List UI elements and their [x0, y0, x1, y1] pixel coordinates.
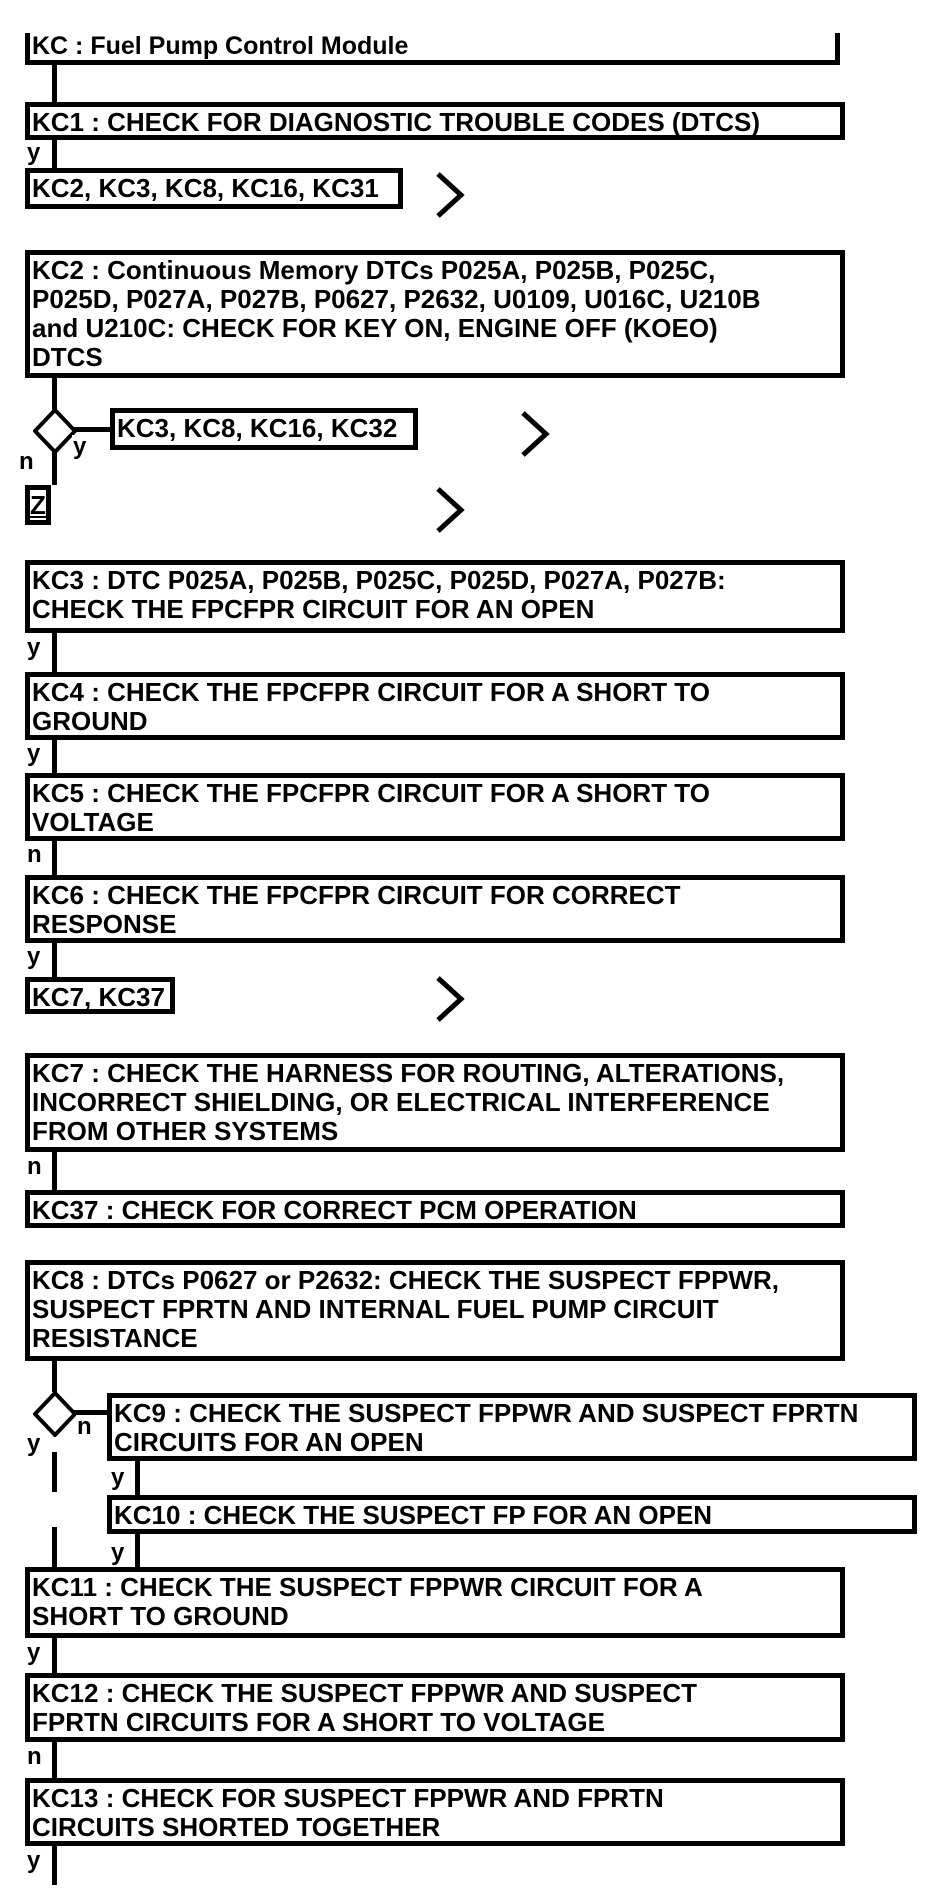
branch-label-yes: y: [26, 634, 42, 661]
offpage-arrow-icon[interactable]: [433, 484, 467, 536]
connector-line: [135, 1532, 140, 1568]
node-kc9: KC9 : CHECK THE SUSPECT FPPWR AND SUSPEC…: [107, 1393, 917, 1461]
connector-line: [52, 941, 57, 977]
node-kc1: KC1 : CHECK FOR DIAGNOSTIC TROUBLE CODES…: [25, 102, 845, 140]
connector-line: [52, 631, 57, 672]
branch-label-yes: y: [110, 1464, 126, 1491]
connector-line: [52, 1636, 57, 1673]
connector-line: [52, 376, 57, 410]
flowchart-title: KC : Fuel Pump Control Module: [25, 33, 840, 65]
node-kc6: KC6 : CHECK THE FPCFPR CIRCUIT FOR CORRE…: [25, 875, 845, 943]
branch-label-no: n: [76, 1413, 93, 1440]
node-kc37: KC37 : CHECK FOR CORRECT PCM OPERATION: [25, 1190, 845, 1228]
offpage-arrow-icon[interactable]: [433, 169, 467, 221]
branch-label-no: n: [18, 448, 35, 475]
connector-line: [74, 1410, 107, 1415]
jump-ref-box-kc7-list[interactable]: KC7, KC37: [25, 977, 175, 1014]
branch-label-yes: y: [26, 1639, 42, 1666]
connector-line: [135, 1459, 140, 1495]
connector-line: [52, 1844, 57, 1885]
branch-label-yes: y: [26, 1847, 42, 1874]
branch-label-yes: y: [110, 1539, 126, 1566]
branch-label-no: n: [26, 1743, 43, 1770]
offpage-arrow-icon[interactable]: [518, 408, 552, 460]
z-reference-box[interactable]: Z: [25, 485, 51, 525]
branch-label-no: n: [26, 1153, 43, 1180]
offpage-arrow-icon[interactable]: [433, 973, 467, 1025]
jump-ref-box-kc2-list[interactable]: KC2, KC3, KC8, KC16, KC31: [25, 168, 403, 209]
branch-label-yes: y: [26, 740, 42, 767]
connector-line-dashed: [52, 1452, 57, 1567]
connector-line: [52, 138, 57, 168]
node-kc4: KC4 : CHECK THE FPCFPR CIRCUIT FOR A SHO…: [25, 672, 845, 740]
node-kc11: KC11 : CHECK THE SUSPECT FPPWR CIRCUIT F…: [25, 1567, 845, 1638]
node-kc7: KC7 : CHECK THE HARNESS FOR ROUTING, ALT…: [25, 1053, 845, 1152]
connector-line: [52, 1740, 57, 1778]
node-kc13: KC13 : CHECK FOR SUSPECT FPPWR AND FPRTN…: [25, 1778, 845, 1846]
branch-label-yes: y: [26, 943, 42, 970]
connector-line: [52, 1150, 57, 1192]
node-kc3: KC3 : DTC P025A, P025B, P025C, P025D, P0…: [25, 560, 845, 633]
connector-line: [52, 1359, 57, 1392]
connector-line: [74, 427, 112, 432]
connector-line: [52, 452, 57, 485]
branch-label-yes: y: [26, 139, 42, 166]
connector-line: [52, 839, 57, 875]
node-kc12: KC12 : CHECK THE SUSPECT FPPWR AND SUSPE…: [25, 1673, 845, 1742]
connector-line: [52, 738, 57, 773]
node-kc5: KC5 : CHECK THE FPCFPR CIRCUIT FOR A SHO…: [25, 773, 845, 841]
node-kc2: KC2 : Continuous Memory DTCs P025A, P025…: [25, 250, 845, 378]
decision-diamond-icon: [33, 1391, 77, 1437]
connector-line: [52, 63, 57, 102]
decision-diamond-icon: [33, 408, 77, 454]
node-kc8: KC8 : DTCs P0627 or P2632: CHECK THE SUS…: [25, 1260, 845, 1361]
branch-label-no: n: [26, 841, 43, 868]
node-kc10: KC10 : CHECK THE SUSPECT FP FOR AN OPEN: [107, 1495, 917, 1534]
branch-label-yes: y: [72, 433, 88, 460]
jump-ref-box-kc3-list[interactable]: KC3, KC8, KC16, KC32: [110, 408, 418, 450]
branch-label-yes: y: [26, 1430, 42, 1457]
